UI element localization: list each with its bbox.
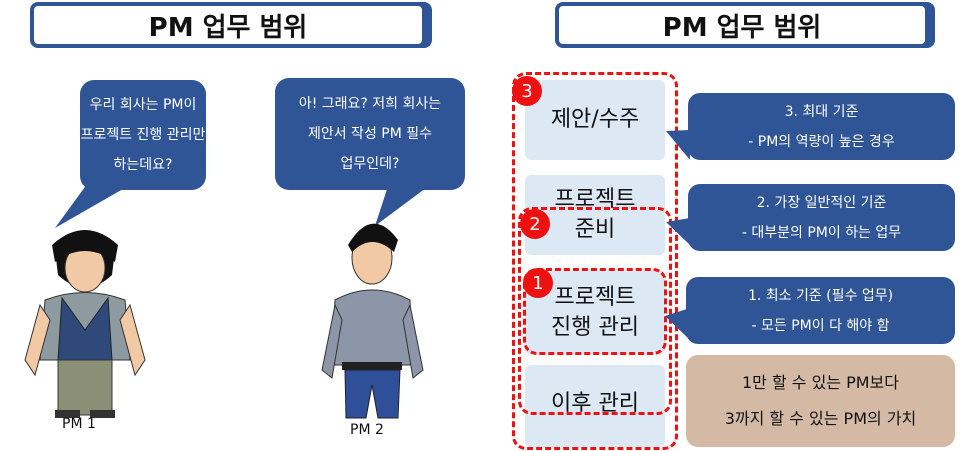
callout-text: 1. 최소 기준 (필수 업무) (747, 287, 894, 304)
callout-text: 3. 최대 기준 (784, 103, 859, 120)
bubble-tail-pm1 (55, 180, 130, 228)
stage-text: 프로젝트 (554, 284, 636, 310)
bubble-line: 하는데요? (113, 157, 173, 173)
stage-text: 제안/수주 (550, 107, 640, 132)
bubble-line: 아! 그래요? 저희 회사는 (298, 96, 442, 112)
badge-2: 2 (520, 209, 550, 239)
stage-proposal: 제안/수주 (525, 80, 665, 160)
bubble-line: 우리 회사는 PM이 (89, 97, 197, 113)
bubble-tails (24, 180, 430, 419)
left-title-text: PM 업무 범위 (148, 12, 308, 43)
stage-text: 준비 (574, 217, 616, 242)
stage-text: 이후 관리 (551, 391, 639, 416)
callout-text: - 대부분의 PM이 하는 업무 (741, 224, 902, 241)
callout-common: 2. 가장 일반적인 기준 - 대부분의 PM이 하는 업무 (688, 184, 955, 251)
summary-text: 1만 할 수 있는 PM보다 (741, 373, 900, 392)
callout-tails (665, 130, 690, 340)
badge-1: 1 (523, 268, 553, 298)
scope-3-outline (512, 72, 678, 450)
pm2-label: PM 2 (350, 422, 384, 438)
scope-2-outline (518, 207, 672, 415)
callout-min: 1. 최소 기준 (필수 업무) - 모든 PM이 다 해야 함 (686, 277, 955, 344)
stage-text: 진행 관리 (551, 314, 639, 340)
right-title-text: PM 업무 범위 (662, 12, 822, 43)
stage-followup: 이후 관리 (525, 365, 665, 447)
bubble-line: 업무인데? (340, 156, 400, 172)
callout-text: - PM의 역량이 높은 경우 (748, 133, 895, 150)
pm1-character (24, 230, 146, 418)
callout-text: - 모든 PM이 다 해야 함 (751, 317, 890, 334)
callout-max: 3. 최대 기준 - PM의 역량이 높은 경우 (688, 93, 955, 160)
bubble-line: 프로젝트 진행 관리만 (80, 127, 206, 143)
summary-text: 3까지 할 수 있는 PM의 가치 (724, 409, 917, 428)
scope-1-outline (523, 268, 667, 355)
right-title: PM 업무 범위 (555, 2, 929, 48)
left-title: PM 업무 범위 (30, 2, 426, 48)
callout-text: 2. 가장 일반적인 기준 (756, 194, 887, 211)
bubble-line: 제안서 작성 PM 필수 (307, 126, 433, 142)
pm1-label: PM 1 (62, 416, 96, 432)
pm2-character (321, 223, 424, 419)
bubble-tail-pm2 (375, 180, 430, 226)
badge-3: 3 (512, 76, 542, 106)
summary-box: 1만 할 수 있는 PM보다 3까지 할 수 있는 PM의 가치 (686, 355, 955, 447)
